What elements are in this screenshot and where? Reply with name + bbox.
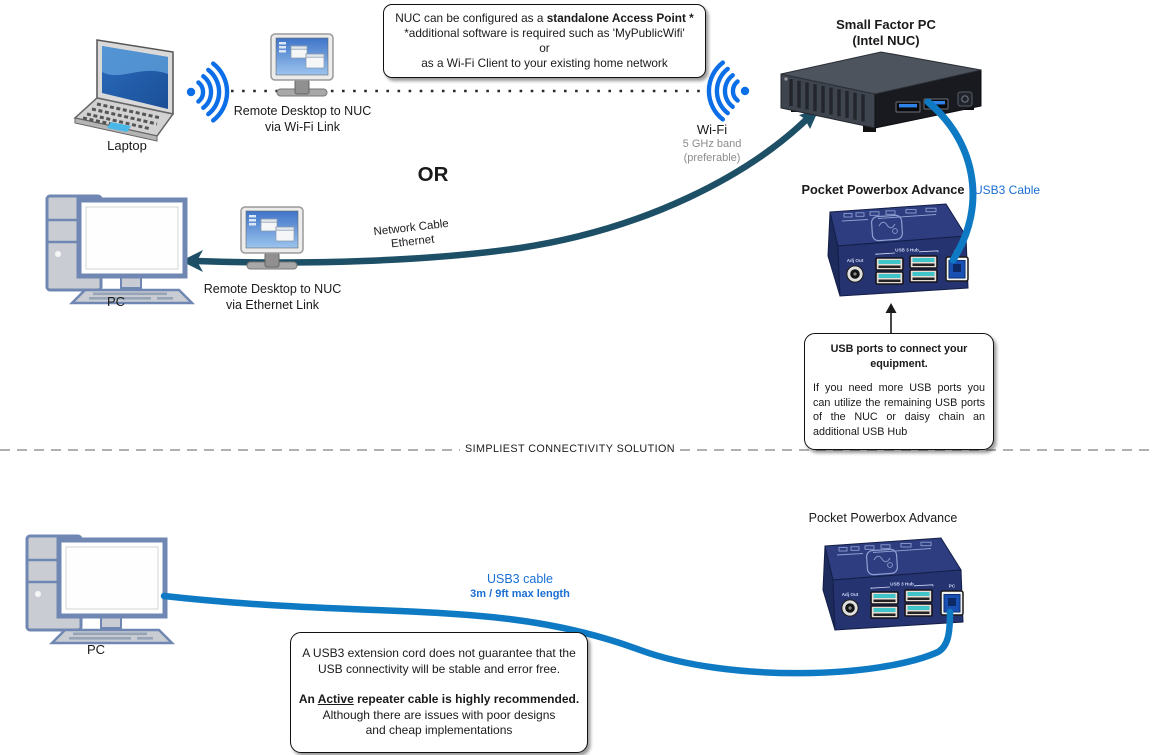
remote-desktop-ethernet-label: Remote Desktop to NUC via Ethernet Link: [203, 282, 342, 312]
nuc-config-callout: NUC can be configured as a standalone Ac…: [383, 4, 706, 79]
usb3-cable-label-bottom: USB3 cable 3m / 9ft max length: [470, 572, 570, 600]
powerbox-title-bottom: Pocket Powerbox Advance: [808, 511, 958, 525]
remote-desktop-icon-wifi: [270, 33, 334, 97]
wifi-label: Wi-Fi 5 GHz band (preferable): [682, 122, 742, 164]
note-bold-line: An Active repeater cable is highly recom…: [298, 692, 580, 707]
laptop-label: Laptop: [107, 138, 147, 153]
divider-label: SIMPLIEST CONNECTIVITY SOLUTION: [460, 443, 680, 455]
usb3-extension-note: A USB3 extension cord does not guarantee…: [290, 632, 588, 753]
pc-label-bottom: PC: [86, 642, 106, 657]
callout-line4: as a Wi-Fi Client to your existing home …: [421, 56, 668, 71]
or-label: OR: [417, 163, 449, 186]
callout-line2: *additional software is required such as…: [404, 26, 685, 41]
pc-label-top: PC: [106, 294, 126, 309]
wifi-signal-icon-right: [709, 63, 749, 120]
usb-callout-body: If you need more USB ports you can utili…: [813, 382, 985, 438]
powerbox-device-bottom: [822, 537, 964, 631]
nuc-title: Small Factor PC (Intel NUC): [836, 17, 936, 49]
usb3-cable-bottom: [160, 592, 954, 677]
usb3-cable-top: [924, 98, 977, 264]
powerbox-title-top: Pocket Powerbox Advance: [801, 182, 965, 197]
usb3-cable-label-top: USB3 Cable: [974, 183, 1041, 197]
pc-icon-top: [47, 196, 192, 303]
callout-line3: or: [539, 41, 550, 56]
powerbox-device-top: [827, 203, 969, 297]
usb-callout-title: USB ports to connect your equipment.: [830, 343, 968, 370]
pc-icon-bottom: [27, 536, 172, 643]
laptop-icon: [73, 39, 175, 142]
callout-line1: NUC can be configured as a standalone Ac…: [395, 11, 694, 25]
usb-callout-connector: [885, 303, 897, 335]
remote-desktop-wifi-label: Remote Desktop to NUC via Wi-Fi Link: [233, 104, 372, 134]
usb-ports-callout: USB ports to connect your equipment. If …: [804, 333, 994, 451]
